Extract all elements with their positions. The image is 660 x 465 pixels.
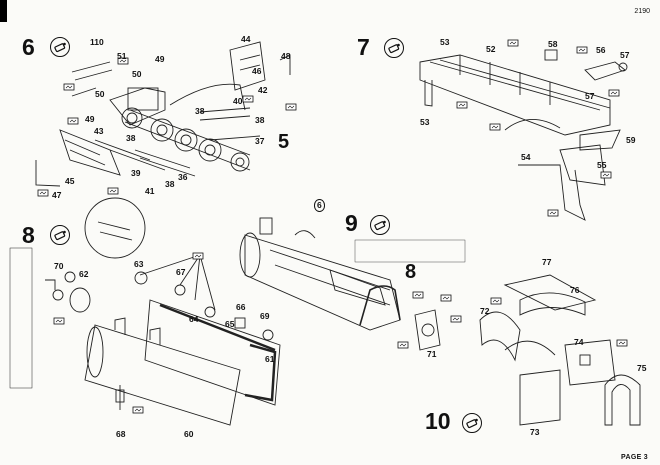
part-label: 76 xyxy=(570,285,580,295)
page-code: 2190 xyxy=(634,8,650,15)
part-label: 69 xyxy=(260,311,270,321)
part-label: 47 xyxy=(52,190,62,200)
part-label: 57 xyxy=(585,91,595,101)
part-label: 66 xyxy=(236,302,246,312)
part-label: 41 xyxy=(145,186,155,196)
glue-tube-icon xyxy=(384,38,404,58)
part-label: 38 xyxy=(255,115,265,125)
glue-tube-icon xyxy=(462,413,482,433)
part-label: 38 xyxy=(165,179,175,189)
registration-mark xyxy=(0,0,7,22)
part-label: 37 xyxy=(255,136,265,146)
glue-tube-icon xyxy=(50,225,70,245)
step7-drawing xyxy=(419,49,628,221)
part-label: 73 xyxy=(530,427,540,437)
page-footer: PAGE 3 xyxy=(621,454,648,461)
part-label: 45 xyxy=(65,176,75,186)
part-label: 38 xyxy=(126,133,136,143)
part-label: 49 xyxy=(85,114,95,124)
step-number-7: 7 xyxy=(357,34,370,60)
part-label: 75 xyxy=(637,363,647,373)
glue-tube-icon xyxy=(370,215,390,235)
step6-drawing xyxy=(35,41,291,187)
step10-drawing xyxy=(479,274,641,426)
part-label: 62 xyxy=(79,269,89,279)
part-label: 48 xyxy=(281,51,291,61)
part-label: 70 xyxy=(54,261,64,271)
part-label: 71 xyxy=(427,349,437,359)
part-label: 55 xyxy=(597,160,607,170)
step-number-10: 10 xyxy=(425,408,451,434)
part-label: 38 xyxy=(195,106,205,116)
part-label: 8 xyxy=(405,261,417,283)
part-label: 36 xyxy=(178,172,188,182)
part-label: 53 xyxy=(440,37,450,47)
part-label: 5 xyxy=(278,131,290,153)
part-label: 110 xyxy=(90,37,104,47)
part-label: 54 xyxy=(521,152,531,162)
step-number-9: 9 xyxy=(345,210,358,236)
step8-drawing xyxy=(9,197,281,426)
part-label: 50 xyxy=(132,69,142,79)
step-number-6: 6 xyxy=(22,34,35,60)
cement-flag-icons xyxy=(37,39,628,414)
part-label: 56 xyxy=(596,45,606,55)
step-number-8: 8 xyxy=(22,222,35,248)
part-label: 68 xyxy=(116,429,126,439)
part-label: 72 xyxy=(480,306,490,316)
part-label: 49 xyxy=(155,54,165,64)
part-label: 65 xyxy=(225,319,235,329)
part-label: 46 xyxy=(252,66,262,76)
part-label: 40 xyxy=(233,96,243,106)
part-label: 63 xyxy=(134,259,144,269)
part-label: 61 xyxy=(265,354,275,364)
part-label: 58 xyxy=(548,39,558,49)
part-label: 59 xyxy=(626,135,636,145)
part-label: 60 xyxy=(184,429,194,439)
part-label: 42 xyxy=(258,85,268,95)
part-label: 64 xyxy=(189,314,199,324)
part-label: 57 xyxy=(620,50,630,60)
part-label: 77 xyxy=(542,257,552,267)
part-label: 43 xyxy=(94,126,104,136)
part-label: 39 xyxy=(131,168,141,178)
part-label: 51 xyxy=(117,51,127,61)
part-label: 67 xyxy=(176,267,186,277)
part-label: 53 xyxy=(420,117,430,127)
part-label: 74 xyxy=(574,337,584,347)
part-label: 6 xyxy=(314,199,325,212)
part-label: 50 xyxy=(95,89,105,99)
glue-tube-icon xyxy=(50,37,70,57)
step9-drawing xyxy=(239,217,466,351)
part-label: 44 xyxy=(241,34,251,44)
part-label: 52 xyxy=(486,44,496,54)
